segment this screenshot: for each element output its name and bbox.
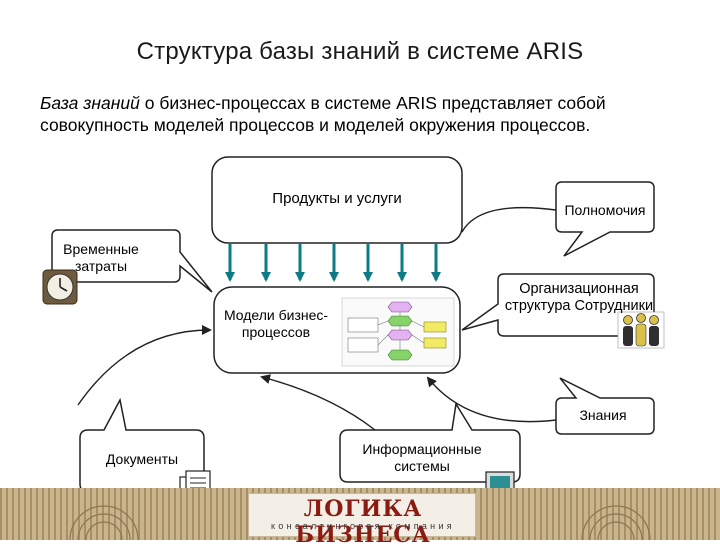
clock-icon: [42, 269, 78, 305]
footer-arc-ornament: [69, 505, 651, 540]
intro-line2: совокупность моделей процессов и моделей…: [40, 115, 591, 135]
relation-arrows: [77, 206, 557, 431]
products-to-models-arrows: [225, 243, 441, 282]
time-callout: [51, 229, 213, 293]
process-model-thumbnail: [341, 297, 455, 367]
time-label: Временные затраты: [63, 241, 139, 274]
knowledge-callout: [555, 377, 655, 435]
documents-label: Документы: [105, 451, 179, 467]
page-title: Структура базы знаний в системе ARIS: [136, 38, 584, 65]
authority-label: Полномочия: [564, 202, 646, 218]
models-label: Модели бизнес-процессов: [223, 307, 329, 340]
authority-callout: [555, 181, 655, 257]
knowledge-label: Знания: [579, 407, 627, 423]
logo-subtitle: консалтинговая компания: [271, 521, 455, 531]
people-icon: [617, 311, 665, 349]
logo-panel: [248, 493, 476, 537]
org-label: Организационная структура Сотрудники: [504, 281, 654, 314]
products-label: Продукты и услуги: [272, 190, 402, 207]
products-box: [211, 156, 463, 244]
infosys-label: Информационные системы: [362, 441, 482, 474]
intro-line1: о бизнес-процессах в системе ARIS предст…: [139, 93, 606, 113]
intro-text: База знаний о бизнес-процессах в системе…: [40, 92, 690, 136]
intro-emphasis: База знаний: [40, 93, 140, 113]
